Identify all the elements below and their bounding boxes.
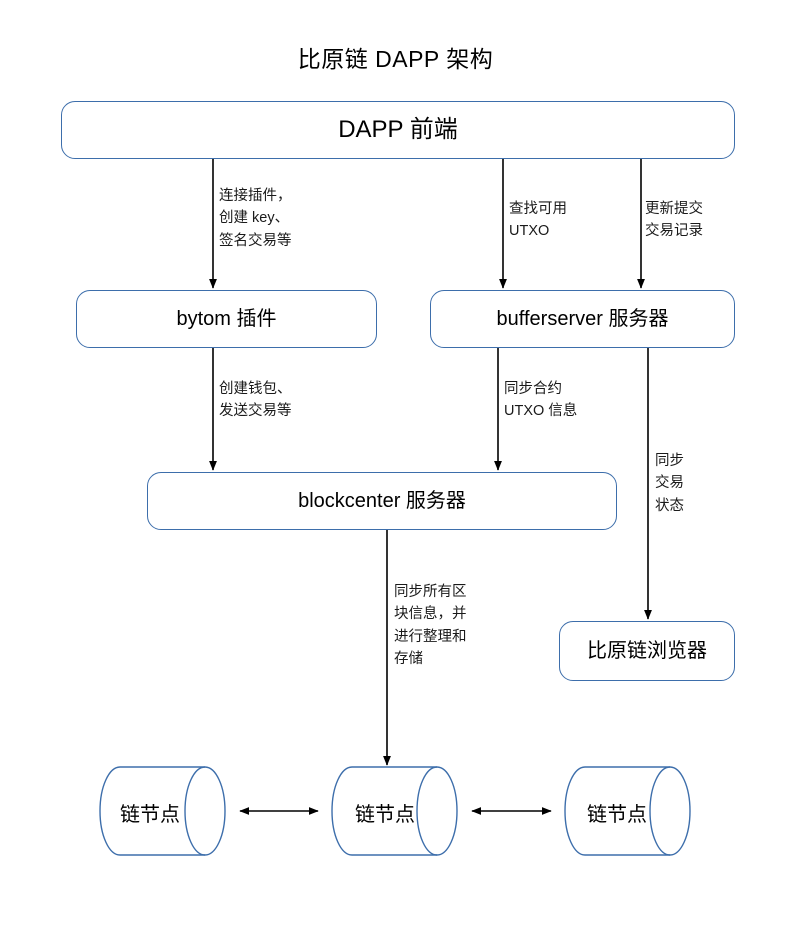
edge-label-blockcenter-to-chain: 同步所有区 块信息，并 进行整理和 存储 bbox=[394, 584, 467, 668]
node-blockcenter-label: blockcenter 服务器 bbox=[298, 489, 466, 512]
edge-label-bufferserver-to-explorer: 同步 交易 状态 bbox=[655, 453, 684, 514]
cylinder-chain-node-right-label: 链节点 bbox=[587, 804, 647, 826]
node-explorer[interactable]: 比原链浏览器 bbox=[559, 621, 735, 681]
node-blockcenter[interactable]: blockcenter 服务器 bbox=[147, 472, 617, 530]
node-bufferserver-label: bufferserver 服务器 bbox=[496, 307, 669, 330]
node-dapp-frontend[interactable]: DAPP 前端 bbox=[61, 101, 735, 159]
edge-label-plugin-to-blockcenter: 创建钱包、 发送交易等 bbox=[219, 381, 292, 420]
edge-label-bufferserver-to-blockcenter: 同步合约 UTXO 信息 bbox=[504, 381, 578, 420]
node-dapp-frontend-label: DAPP 前端 bbox=[338, 116, 458, 143]
node-bufferserver[interactable]: bufferserver 服务器 bbox=[430, 290, 735, 348]
edge-label-dapp-to-bufferserver-utxo: 查找可用 UTXO bbox=[509, 201, 567, 240]
diagram-title: 比原链 DAPP 架构 bbox=[297, 46, 494, 72]
edge-label-dapp-to-bufferserver-tx: 更新提交 交易记录 bbox=[645, 201, 703, 240]
cylinder-chain-node-left-label: 链节点 bbox=[120, 804, 180, 826]
edge-label-dapp-to-plugin: 连接插件， 创建 key、 签名交易等 bbox=[219, 188, 292, 249]
cylinder-chain-node-middle-label: 链节点 bbox=[355, 804, 415, 826]
node-bytom-plugin-label: bytom 插件 bbox=[176, 307, 277, 330]
node-bytom-plugin[interactable]: bytom 插件 bbox=[76, 290, 377, 348]
node-explorer-label: 比原链浏览器 bbox=[587, 639, 707, 662]
